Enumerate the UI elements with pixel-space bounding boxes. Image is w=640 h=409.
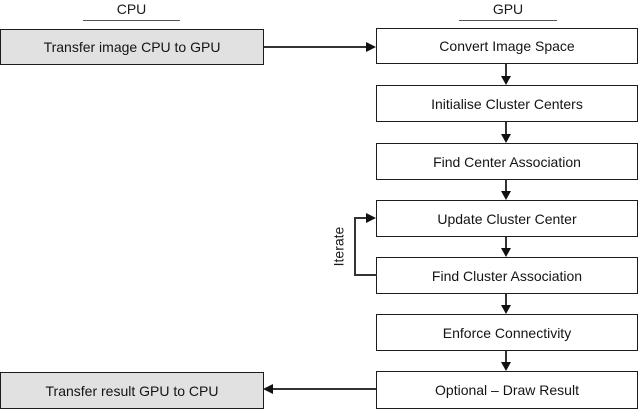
iterate-loop-vertical-line bbox=[354, 218, 356, 275]
node-initialise-cluster-centers: Initialise Cluster Centers bbox=[376, 85, 638, 122]
arrow-left-icon bbox=[263, 384, 273, 394]
iterate-loop-top-line bbox=[354, 217, 367, 219]
node-find-cluster-association: Find Cluster Association bbox=[376, 257, 638, 294]
arrow-down-icon bbox=[501, 362, 511, 371]
arrow-right-icon bbox=[366, 42, 376, 52]
arrow-down-6-line bbox=[505, 351, 507, 363]
arrow-down-4-line bbox=[505, 237, 507, 249]
arrow-down-icon bbox=[501, 134, 511, 143]
node-find-center-association: Find Center Association bbox=[376, 143, 638, 180]
arrow-down-3-line bbox=[505, 180, 507, 192]
arrow-gpu-to-cpu-line bbox=[273, 388, 376, 390]
arrow-down-icon bbox=[501, 248, 511, 257]
node-transfer-image-cpu-to-gpu: Transfer image CPU to GPU bbox=[0, 29, 264, 65]
node-update-cluster-center: Update Cluster Center bbox=[376, 200, 638, 237]
gpu-column-header: GPU bbox=[459, 0, 557, 21]
arrow-down-5-line bbox=[505, 294, 507, 306]
node-enforce-connectivity: Enforce Connectivity bbox=[376, 314, 638, 351]
arrow-down-2-line bbox=[505, 122, 507, 135]
node-transfer-result-gpu-to-cpu: Transfer result GPU to CPU bbox=[0, 372, 264, 409]
iterate-label: Iterate bbox=[330, 226, 347, 267]
arrow-right-icon bbox=[366, 213, 376, 223]
arrow-cpu-to-gpu-line bbox=[264, 46, 367, 48]
cpu-column-header: CPU bbox=[83, 0, 180, 21]
node-convert-image-space: Convert Image Space bbox=[376, 28, 638, 64]
arrow-down-icon bbox=[501, 76, 511, 85]
arrow-down-1-line bbox=[505, 64, 507, 77]
arrow-down-icon bbox=[501, 191, 511, 200]
iterate-loop-bottom-line bbox=[354, 274, 377, 276]
node-optional-draw-result: Optional – Draw Result bbox=[376, 371, 638, 409]
arrow-down-icon bbox=[501, 305, 511, 314]
